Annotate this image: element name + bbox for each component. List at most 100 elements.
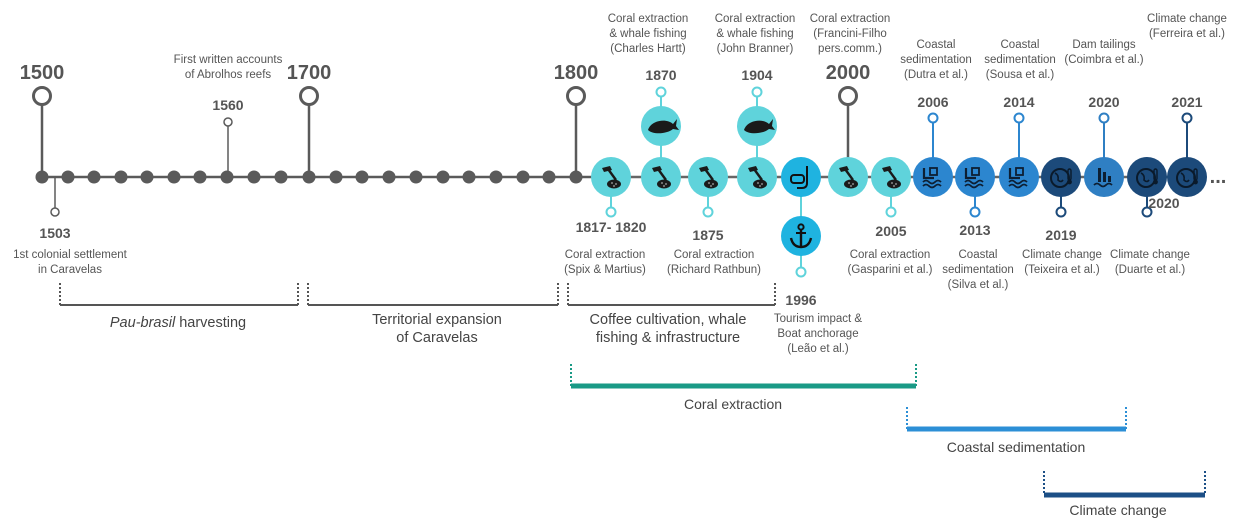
hammer-coral-icon xyxy=(839,166,858,189)
icon-bubble xyxy=(641,157,681,197)
event-label: sedimentation xyxy=(942,264,1014,276)
event-ring xyxy=(223,117,233,127)
phase-label: Coastal sedimentation xyxy=(947,439,1086,455)
hammer-handle xyxy=(844,168,854,181)
outlet xyxy=(1015,167,1024,176)
period-bracket xyxy=(307,283,559,306)
event-ring xyxy=(795,266,807,278)
dam-wall xyxy=(1098,168,1101,182)
climate-icon xyxy=(1176,168,1198,188)
coral-pore xyxy=(610,181,614,185)
phase-bar-climate xyxy=(1043,471,1206,498)
wave xyxy=(964,183,984,189)
event-3 xyxy=(688,157,728,218)
coral-pore xyxy=(894,182,898,186)
thermometer-bulb xyxy=(1153,179,1158,185)
coral-rock xyxy=(607,179,621,189)
event-10 xyxy=(999,112,1039,197)
anchor-arms xyxy=(789,237,813,249)
wave xyxy=(922,179,942,185)
century-ring xyxy=(32,86,52,106)
event-label: in Caravelas xyxy=(38,264,102,276)
globe xyxy=(1136,168,1156,188)
phase-bar-coral xyxy=(570,364,917,389)
event-label: (Francini-Filho xyxy=(813,28,887,40)
event-year: 2019 xyxy=(1045,227,1076,243)
timeline-dot xyxy=(355,170,369,184)
anchor-icon xyxy=(789,223,813,249)
century-year: 1800 xyxy=(554,62,599,84)
event-label: Tourism impact & xyxy=(774,313,863,325)
century-ring xyxy=(838,86,858,106)
event-year: 2013 xyxy=(959,222,990,238)
coral-rock xyxy=(844,179,858,189)
timeline-dot xyxy=(516,170,530,184)
period-label: Territorial expansion xyxy=(372,312,502,328)
event-label: Coastal xyxy=(1001,39,1040,51)
century-ring xyxy=(299,86,319,106)
icon-bubble xyxy=(688,157,728,197)
whale-icon xyxy=(744,119,775,134)
century-marker xyxy=(566,86,586,177)
coral-pore xyxy=(612,184,616,188)
event-label: (Silva et al.) xyxy=(948,279,1009,291)
century-year: 2000 xyxy=(826,62,871,84)
coral-pore xyxy=(711,182,715,186)
event-label: 1st colonial settlement xyxy=(13,249,128,261)
period-label-italic: Pau-brasil xyxy=(110,315,176,331)
hammer-coral-icon xyxy=(748,166,767,189)
climate-icon xyxy=(1136,168,1158,188)
event-label: (Gasparini et al.) xyxy=(847,264,932,276)
hammer-handle xyxy=(753,168,763,181)
hammer-coral-icon xyxy=(699,166,718,189)
hammer-coral-icon xyxy=(602,166,621,189)
century-year: 1700 xyxy=(287,62,332,84)
period-bracket xyxy=(567,283,776,306)
timeline-dot xyxy=(436,170,450,184)
event-4 xyxy=(737,86,777,197)
whale-icon xyxy=(648,119,679,134)
snorkel-icon xyxy=(790,166,808,189)
event-label: (Dutra et al.) xyxy=(904,69,968,81)
coral-pore xyxy=(614,182,618,186)
snorkel-tube xyxy=(797,166,808,189)
event-label: Coral extraction xyxy=(674,249,755,261)
event-7 xyxy=(871,157,911,218)
event-label: (John Branner) xyxy=(717,43,794,55)
hammer-handle xyxy=(657,168,667,181)
icon-bubble xyxy=(1127,157,1167,197)
hammer-coral-icon xyxy=(652,166,671,189)
coral-pore xyxy=(660,181,664,185)
wave xyxy=(964,179,984,185)
coral-pore xyxy=(707,181,711,185)
event-label: pers.comm.) xyxy=(818,43,882,55)
event-label: Coral extraction xyxy=(565,249,646,261)
period-label: of Caravelas xyxy=(396,330,477,346)
event-9 xyxy=(955,157,995,218)
icon-bubble xyxy=(871,157,911,197)
coral-pore xyxy=(709,184,713,188)
event-year: 1817- 1820 xyxy=(576,219,647,235)
sediment-icon xyxy=(922,167,942,189)
event-label: Coastal xyxy=(959,249,998,261)
event-label: Climate change xyxy=(1110,249,1190,261)
dam-icon xyxy=(1093,168,1113,188)
phase-label: Coral extraction xyxy=(684,396,782,412)
hammer-handle xyxy=(887,168,897,181)
continuation-dots: ... xyxy=(1210,166,1227,188)
event-label: First written accounts xyxy=(174,54,283,66)
period-label: Coffee cultivation, whale xyxy=(590,312,747,328)
timeline-dot xyxy=(382,170,396,184)
event-ring xyxy=(751,86,763,98)
whale-body xyxy=(744,119,775,134)
event-label: Coral extraction xyxy=(850,249,931,261)
icon-bubble xyxy=(1167,157,1207,197)
event-1 xyxy=(591,157,631,218)
timeline-dot xyxy=(462,170,476,184)
event-year: 1560 xyxy=(212,97,243,113)
event-label: (Spix & Martius) xyxy=(564,264,646,276)
event-2 xyxy=(641,86,681,197)
icon-bubble xyxy=(1041,157,1081,197)
event-year: 2005 xyxy=(875,223,906,239)
event-ring xyxy=(885,206,897,218)
